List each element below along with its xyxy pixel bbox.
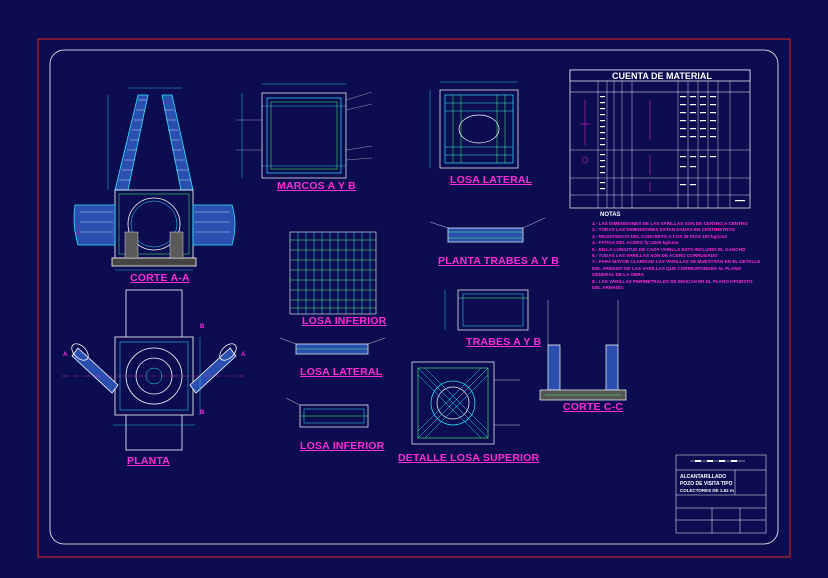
marcos-view — [236, 83, 373, 179]
title-block-line2: POZO DE VISITA TIPO — [680, 481, 733, 487]
planta-trabes-view — [429, 217, 546, 243]
outer-frame — [37, 38, 791, 558]
corte-aa-base — [111, 257, 197, 267]
notes-heading: NOTAS — [600, 212, 621, 218]
trabes-title: TRABES A Y B — [466, 336, 542, 348]
marcos-title: MARCOS A Y B — [277, 180, 356, 192]
title-block — [675, 454, 767, 534]
detalle-losa-view — [411, 361, 520, 445]
title-block-line3: COLECTORES DE 1.52 m — [680, 488, 734, 493]
note-item: 2.- TODAS LAS DIMENSIONES ESTAN DADAS EN… — [592, 227, 736, 233]
note-item: 7.- PARA MAYOR CLARIDAD LAS VARILLAS SE … — [592, 259, 761, 265]
losa-lateral-bottom-title: LOSA LATERAL — [300, 366, 383, 378]
notes-list: 1.- LAS DIMENSIONES DE LAS VARILLAS SON … — [592, 221, 782, 291]
detalle-losa-title: DETALLE LOSA SUPERIOR — [398, 452, 540, 464]
corte-aa-view — [73, 87, 236, 271]
corte-aa-title: CORTE A-A — [130, 272, 190, 284]
note-item: DEL ARMADO DE LAS VARILLAS QUE CORRESPON… — [592, 265, 742, 271]
material-table — [569, 69, 751, 209]
note-item: 8.- LAS VARILLAS PERIMETRALES SE INDICAN… — [592, 278, 753, 284]
losa-inferior-bottom-view — [285, 397, 369, 428]
note-item: 5.- EN LA LONGITUD DE CADA VARILLA ESTA … — [592, 246, 746, 252]
note-item: GENERAL DE LA OBRA — [592, 272, 645, 278]
section-mark-a-left: A — [63, 352, 68, 358]
note-item: 1.- LAS DIMENSIONES DE LAS VARILLAS SON … — [592, 221, 748, 226]
losa-lateral-bottom-view — [279, 337, 386, 355]
title-block-line1: ALCANTARILLADO — [680, 474, 727, 480]
trabes-view — [444, 289, 529, 331]
note-item: DEL ARMADO. — [592, 285, 625, 291]
corte-cc-title: CORTE C-C — [563, 401, 624, 413]
corte-aa-pipe — [127, 197, 181, 251]
note-item: 4.- FATIGA DEL ACERO fy=4200 kg/cm2 — [592, 240, 679, 246]
note-item: 6.- TODAS LAS VARILLAS SON DE ACERO CORR… — [592, 253, 718, 259]
losa-lateral-top-view — [429, 81, 519, 169]
losa-lateral-top-title: LOSA LATERAL — [450, 174, 533, 186]
note-item: 3.- RESISTENCIA DEL CONCRETO A LOS 28 DI… — [592, 233, 727, 239]
inner-border — [49, 49, 779, 545]
section-mark-b-top: B — [200, 324, 205, 330]
section-mark-a-right: A — [241, 352, 246, 358]
planta-title: PLANTA — [127, 455, 171, 467]
planta-trabes-title: PLANTA TRABES A Y B — [438, 255, 560, 267]
section-mark-b-bottom: B — [200, 410, 205, 416]
material-table-title: CUENTA DE MATERIAL — [612, 71, 712, 81]
losa-inferior-top-view — [289, 231, 377, 315]
planta-view — [62, 289, 246, 451]
corte-cc-view — [539, 300, 627, 401]
losa-inferior-bottom-title: LOSA INFERIOR — [300, 440, 385, 452]
losa-inferior-top-title: LOSA INFERIOR — [302, 315, 387, 327]
